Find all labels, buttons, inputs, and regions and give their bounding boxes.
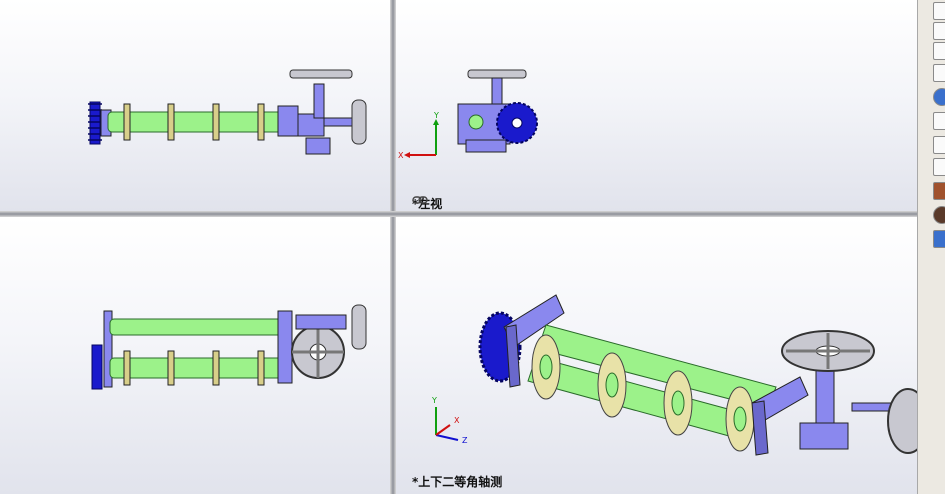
solidworks-forum-icon[interactable] (933, 136, 945, 154)
task-pane (917, 0, 945, 494)
custom-properties-icon[interactable] (933, 112, 945, 130)
viewport-top[interactable] (0, 217, 390, 494)
front-view-model (88, 69, 367, 155)
axis-y-label: Y (431, 396, 437, 405)
viewport-isometric[interactable]: Y Z X *上下二等角轴测 (396, 217, 917, 494)
viewport-splitter-vertical[interactable] (390, 0, 396, 494)
routing-library-icon[interactable] (933, 182, 945, 200)
viewport-front[interactable] (0, 0, 390, 211)
sphere-icon[interactable] (933, 206, 945, 224)
toolbox-icon[interactable] (933, 158, 945, 176)
view-label-isometric: *上下二等角轴测 (412, 475, 503, 489)
viewport-left[interactable]: Y X *左视 (396, 0, 917, 211)
viewport-splitter-horizontal[interactable] (0, 211, 917, 217)
axis-z-label: Z (462, 436, 468, 445)
axis-y-label: Y (433, 111, 439, 120)
axis-triad (435, 407, 459, 441)
isometric-view-model: Y Z X (431, 294, 917, 456)
view-palette-icon[interactable] (933, 64, 945, 82)
appearances-icon[interactable] (933, 88, 945, 106)
resources-icon[interactable] (933, 2, 945, 20)
file-explorer-icon[interactable] (933, 42, 945, 60)
link-icon[interactable] (933, 230, 945, 248)
view-label-left: *左视 (412, 195, 442, 211)
axis-x-label: X (454, 416, 460, 425)
left-view-model: Y X (398, 69, 538, 160)
axis-triad (404, 119, 439, 158)
design-library-icon[interactable] (933, 22, 945, 40)
top-view-model (91, 304, 367, 390)
axis-x-label: X (398, 151, 404, 160)
link-icon (412, 196, 428, 204)
